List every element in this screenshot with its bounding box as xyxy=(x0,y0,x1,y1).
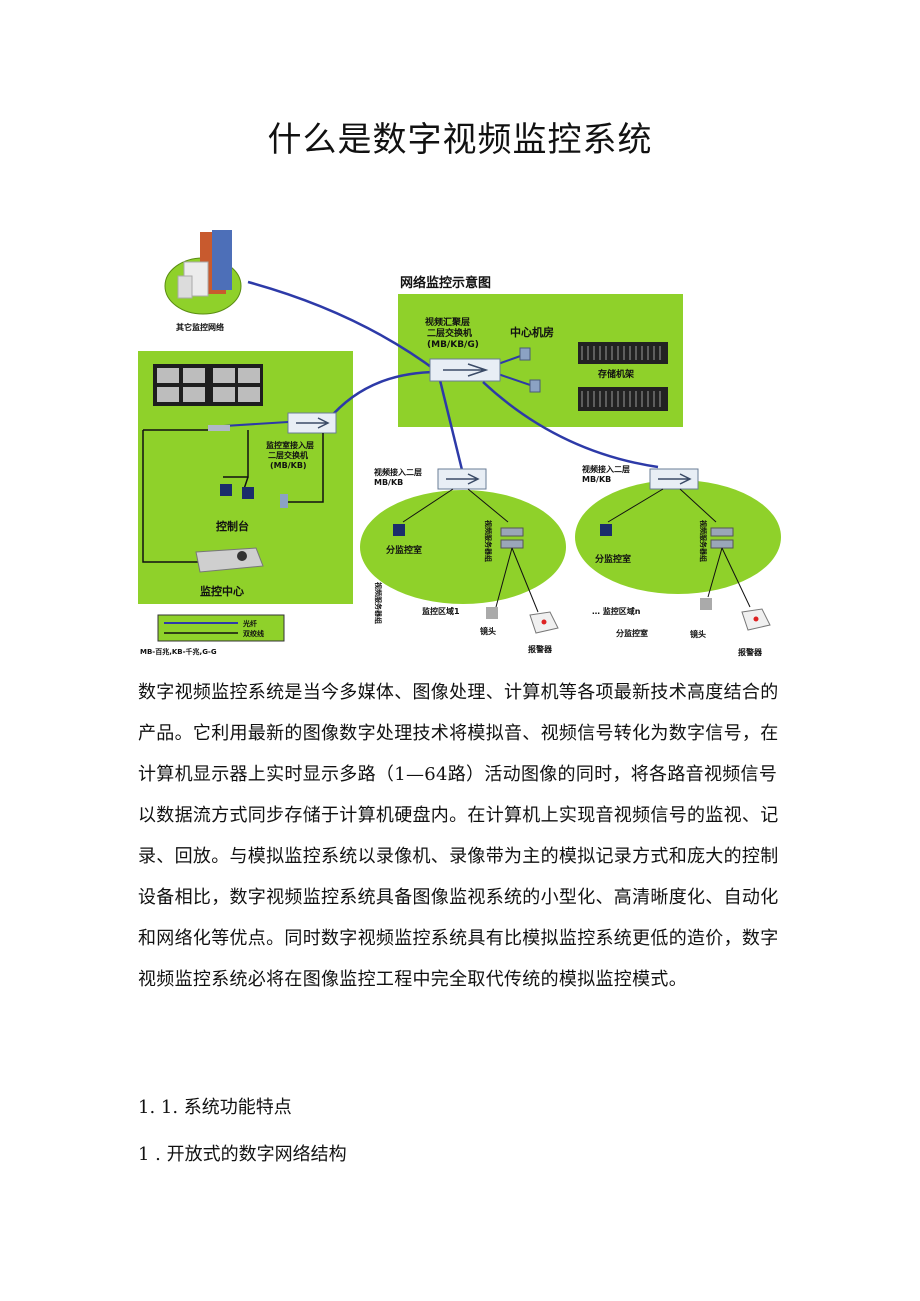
console-label: 控制台 xyxy=(216,519,249,533)
aggregation-switch-icon xyxy=(429,358,501,382)
video-access-switch-1-icon xyxy=(437,468,487,490)
storage-rack-2 xyxy=(578,387,668,411)
console-keyboard-icon xyxy=(195,547,264,573)
camera-2-label: 镜头 xyxy=(690,629,706,639)
access-switch-icon xyxy=(287,412,337,434)
page-title: 什么是数字视频监控系统 xyxy=(267,120,653,160)
subsection-heading: 1 . 开放式的数字网络结构 xyxy=(138,1144,347,1165)
server-group-1-label: 视频服务器组 xyxy=(484,520,493,562)
center-room-label: 中心机房 xyxy=(510,325,554,339)
zone-n-label: … 监控区域n xyxy=(592,606,641,616)
aggregation-switch-line2: 二层交换机 xyxy=(427,327,472,339)
zone-1-label: 监控区域1 xyxy=(422,606,460,616)
video-access-switch-2-icon xyxy=(649,468,699,490)
access-switch-line3: (MB/KB) xyxy=(270,461,307,470)
sub-room-bottom-label: 分监控室 xyxy=(616,628,648,638)
access-switch-line1: 监控室接入层 xyxy=(266,440,314,450)
aggregation-switch-line3: (MB/KB/G) xyxy=(427,340,479,350)
alarm-2-label: 报警器 xyxy=(738,647,763,657)
access-switch-line2: 二层交换机 xyxy=(268,450,308,460)
zone-1-ellipse xyxy=(360,490,566,604)
aggregation-switch-line1: 视频汇聚层 xyxy=(425,316,470,328)
body-paragraph: 数字视频监控系统是当今多媒体、图像处理、计算机等各项最新技术高度结合的产品。它利… xyxy=(138,682,779,990)
alarm-1-icon xyxy=(529,611,559,634)
alarm-2-icon xyxy=(741,608,771,631)
section-heading: 1. 1. 系统功能特点 xyxy=(138,1097,292,1118)
storage-rack-label: 存储机架 xyxy=(598,368,634,380)
video-access-2-line2: MB/KB xyxy=(582,475,611,484)
building-icon xyxy=(177,230,232,299)
zone-n-ellipse xyxy=(575,480,781,594)
workstation-icons xyxy=(220,484,288,508)
alarm-1-label: 报警器 xyxy=(528,644,553,654)
legend-twisted: 双绞线 xyxy=(243,629,264,638)
server-group-2-label: 视频服务器组 xyxy=(699,520,708,562)
monitor-wall xyxy=(153,364,263,406)
legend-box xyxy=(157,614,285,642)
monitor-center-label: 监控中心 xyxy=(200,584,244,598)
sub-room-2-label: 分监控室 xyxy=(595,553,631,565)
camera-1-label: 镜头 xyxy=(480,626,496,636)
video-access-1-line1: 视频接入二层 xyxy=(374,467,422,477)
sub-room-1-label: 分监控室 xyxy=(386,544,422,556)
network-diagram: 其它监控网络 网络监控示意图 视频汇聚层 二层交换机 (MB/KB/G) 中心机… xyxy=(138,230,781,657)
video-access-1-line2: MB/KB xyxy=(374,478,403,487)
diagram-heading: 网络监控示意图 xyxy=(400,275,491,291)
legend-fiber: 光纤 xyxy=(242,619,257,628)
server-group-left: 视频服务器组 xyxy=(374,582,383,624)
storage-rack-1 xyxy=(578,342,668,364)
legend-note: MB-百兆,KB-千兆,G-G xyxy=(140,647,217,656)
video-access-2-line1: 视频接入二层 xyxy=(582,464,630,474)
other-network-label: 其它监控网络 xyxy=(176,322,224,332)
